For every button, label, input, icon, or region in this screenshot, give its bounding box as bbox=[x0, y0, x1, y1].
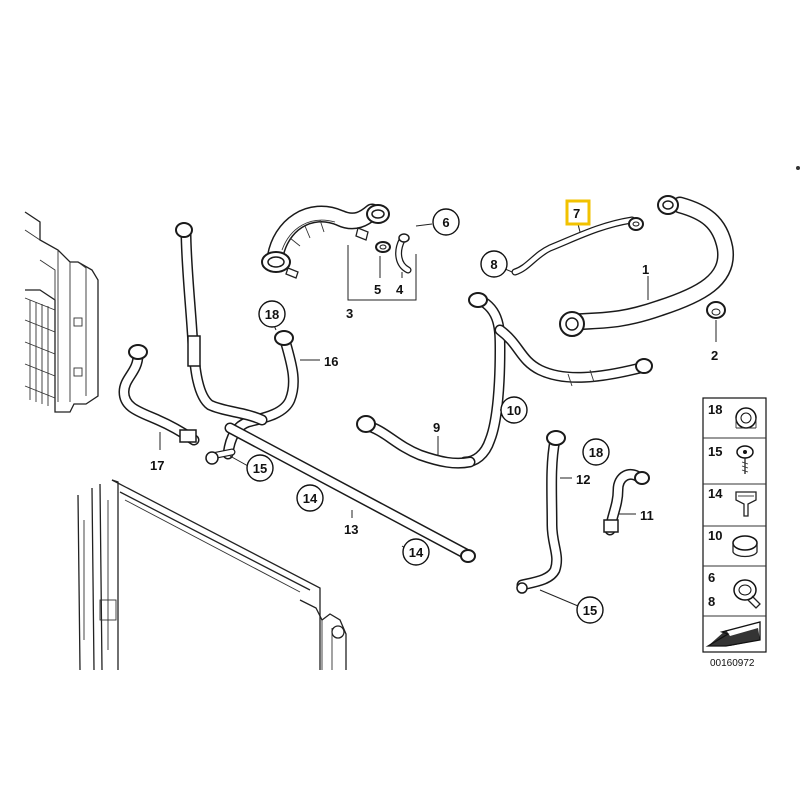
circled-callout-18-left: 18 bbox=[258, 300, 286, 328]
svg-text:18: 18 bbox=[589, 445, 603, 460]
legend-icon-6-8 bbox=[733, 579, 761, 609]
callout-3: 3 bbox=[346, 306, 353, 321]
callout-5: 5 bbox=[374, 282, 381, 297]
svg-text:10: 10 bbox=[507, 403, 521, 418]
circled-callout-6: 6 bbox=[432, 208, 460, 236]
circled-callout-15-right: 15 bbox=[576, 596, 604, 624]
callout-17: 17 bbox=[150, 458, 164, 473]
radiator-top-left bbox=[24, 211, 99, 413]
circled-callout-15-left: 15 bbox=[246, 454, 274, 482]
callout-7-highlight bbox=[565, 199, 591, 226]
circled-callout-14-lower: 14 bbox=[402, 538, 430, 566]
fitting-15-left bbox=[205, 448, 236, 465]
pipe-13 bbox=[224, 422, 476, 563]
legend-icon-18 bbox=[735, 407, 757, 429]
svg-text:8: 8 bbox=[490, 257, 497, 272]
legend-icon-15 bbox=[736, 445, 754, 474]
hose-1 bbox=[559, 195, 734, 337]
circled-callout-14-upper: 14 bbox=[296, 484, 324, 512]
legend-label-14: 14 bbox=[708, 486, 723, 501]
edge-dot bbox=[796, 166, 800, 170]
callout-12: 12 bbox=[576, 472, 590, 487]
svg-text:14: 14 bbox=[409, 545, 424, 560]
svg-text:18: 18 bbox=[265, 307, 279, 322]
radiator-bottom bbox=[77, 479, 347, 671]
legend-label-15: 15 bbox=[708, 444, 722, 459]
clamp-5 bbox=[375, 241, 391, 253]
callout-13: 13 bbox=[344, 522, 358, 537]
callout-2: 2 bbox=[711, 348, 718, 363]
legend-label-10: 10 bbox=[708, 528, 722, 543]
callout-1: 1 bbox=[642, 262, 649, 277]
hose-10 bbox=[459, 292, 653, 468]
callout-9: 9 bbox=[433, 420, 440, 435]
legend-label-18: 18 bbox=[708, 402, 722, 417]
legend-label-8: 8 bbox=[708, 594, 715, 609]
legend-label-6: 6 bbox=[708, 570, 715, 585]
clamp-2 bbox=[706, 301, 726, 319]
diagram-code: 00160972 bbox=[710, 658, 755, 669]
legend-icon-10 bbox=[732, 535, 758, 558]
legend-icon-14 bbox=[735, 491, 757, 517]
callout-11: 11 bbox=[640, 508, 654, 523]
callout-7: 7 bbox=[573, 206, 580, 221]
hose-11 bbox=[603, 469, 650, 536]
svg-text:15: 15 bbox=[583, 603, 597, 618]
legend-arrow-icon bbox=[705, 621, 761, 647]
svg-text:15: 15 bbox=[253, 461, 267, 476]
hose-3 bbox=[261, 203, 390, 279]
legend-panel: 18 15 14 10 6 8 bbox=[702, 397, 767, 653]
hose-12 bbox=[516, 430, 566, 594]
circled-callout-8: 8 bbox=[480, 250, 508, 278]
callout-4: 4 bbox=[396, 282, 404, 297]
hose-9 bbox=[356, 415, 476, 469]
callout-16: 16 bbox=[324, 354, 338, 369]
hose-left-vertical bbox=[175, 222, 268, 426]
svg-text:14: 14 bbox=[303, 491, 318, 506]
hose-7 bbox=[511, 216, 644, 276]
circled-callout-18-right: 18 bbox=[582, 438, 610, 466]
circled-callout-10: 10 bbox=[500, 396, 528, 424]
hose-17 bbox=[118, 344, 200, 446]
svg-text:6: 6 bbox=[442, 215, 449, 230]
hose-4 bbox=[395, 233, 412, 274]
